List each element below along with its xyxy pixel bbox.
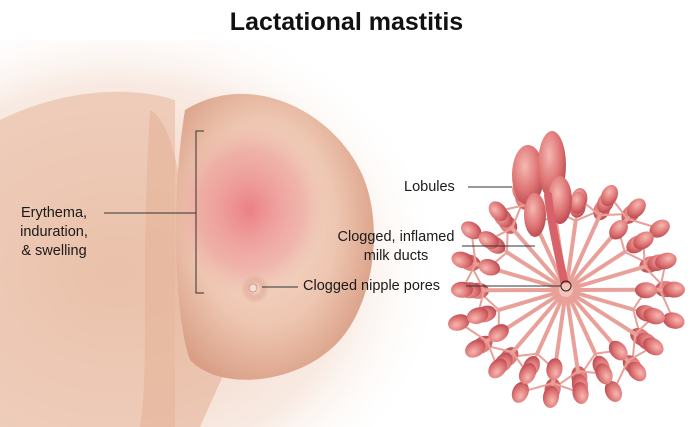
lobule	[608, 340, 628, 361]
milk-duct	[564, 288, 636, 312]
milk-duct	[564, 264, 647, 292]
lobule	[627, 198, 646, 218]
erythema-bracket	[104, 130, 204, 294]
lobule	[546, 358, 563, 381]
inflamed-lobule	[524, 193, 546, 237]
lobule	[627, 361, 647, 382]
lobule	[633, 231, 654, 250]
milk-duct	[564, 288, 598, 356]
milk-duct	[535, 288, 568, 356]
lobule-diagram	[448, 131, 685, 408]
lobule	[572, 382, 589, 404]
milk-duct	[564, 213, 602, 292]
pore-marker	[560, 280, 572, 292]
ducts-label-line: Clogged, inflamed	[337, 229, 455, 245]
lobule	[662, 281, 685, 298]
lobule	[451, 251, 474, 269]
lobule	[465, 339, 486, 358]
erythema-area	[175, 125, 325, 295]
erythema-label: Erythema, induration, & swelling	[6, 204, 102, 261]
lobule	[600, 184, 619, 207]
lobule	[461, 221, 482, 240]
lobule	[609, 219, 628, 240]
erythema-label-line: & swelling	[21, 243, 87, 259]
milk-duct	[510, 226, 568, 292]
lobule	[542, 385, 560, 408]
lobule	[569, 191, 586, 214]
lobule	[511, 381, 529, 403]
lobule	[634, 282, 657, 299]
ducts-label: Clogged, inflamed milk ducts	[327, 228, 465, 266]
page-title: Lactational mastitis	[229, 8, 464, 36]
leader-lines	[262, 186, 572, 292]
inflamed-lobule	[512, 145, 544, 205]
milk-duct	[510, 288, 568, 355]
lobule	[604, 380, 623, 402]
lobule	[643, 307, 665, 325]
milk-duct	[564, 249, 627, 292]
lobule	[662, 312, 685, 329]
lobule	[518, 363, 537, 385]
nipple-hub	[559, 283, 573, 297]
lobule	[595, 363, 613, 385]
lobules-label: Lobules	[404, 179, 455, 195]
lobule	[488, 358, 508, 379]
milk-duct	[504, 250, 568, 292]
milk-duct	[564, 288, 638, 337]
lobule	[649, 219, 670, 238]
milk-duct	[564, 288, 580, 374]
lobule	[448, 314, 470, 331]
breast	[175, 93, 374, 380]
ducts-label-line: milk ducts	[363, 248, 429, 264]
lobule	[655, 252, 677, 270]
lobule	[488, 201, 508, 222]
milk-duct	[496, 288, 568, 312]
lobule	[478, 231, 499, 250]
lobule	[488, 324, 509, 343]
pores-label: Clogged nipple pores	[303, 278, 441, 294]
lobule	[478, 258, 501, 276]
erythema-label-line: induration,	[20, 224, 88, 240]
lobule	[466, 307, 489, 324]
lobule	[643, 337, 664, 356]
lobule	[451, 281, 474, 298]
erythema-label-line: Erythema,	[20, 205, 88, 221]
